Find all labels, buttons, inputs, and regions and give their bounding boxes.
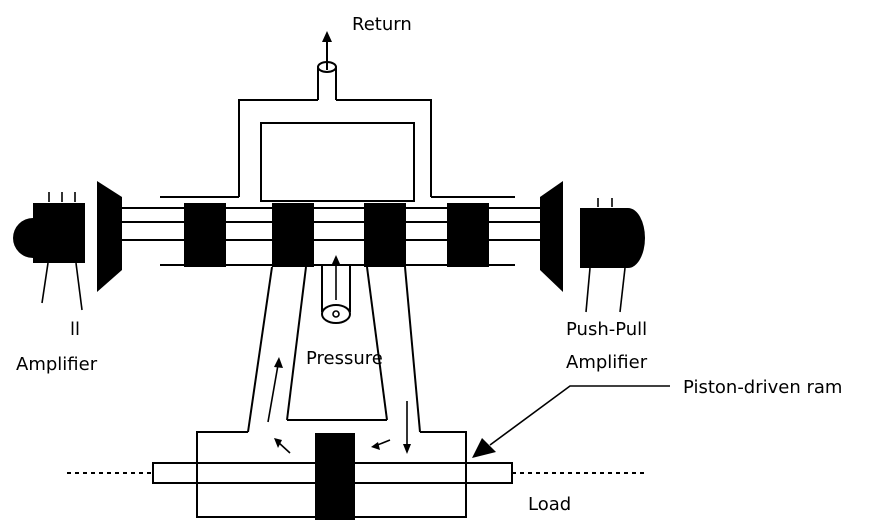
flow-arrows	[267, 357, 411, 454]
actuator-cylinder	[67, 431, 645, 520]
left-armature-plate	[97, 181, 122, 292]
left-amplifier-partial-label: ll	[70, 319, 80, 340]
pressure-label: Pressure	[306, 348, 383, 369]
left-amplifier-label: Amplifier	[16, 354, 98, 375]
piston-label: Piston-driven ram	[683, 377, 842, 398]
spool-lands	[184, 203, 489, 267]
load-label: Load	[528, 494, 571, 515]
right-amplifier	[580, 198, 645, 313]
spool-land-1	[184, 203, 226, 267]
piston	[315, 433, 355, 520]
spool-land-4	[447, 203, 489, 267]
right-armature-plate	[540, 181, 563, 292]
return-port	[317, 31, 337, 100]
spool-land-2	[272, 203, 314, 267]
ram-leader	[472, 385, 670, 458]
right-amplifier-label-line2: Amplifier	[566, 352, 648, 373]
return-label: Return	[352, 14, 412, 35]
flow-channels	[247, 266, 421, 433]
left-amplifier	[13, 192, 85, 311]
right-amplifier-label-line1: Push-Pull	[566, 319, 647, 340]
spool-land-3	[364, 203, 406, 267]
pressure-port	[321, 255, 351, 324]
return-manifold	[238, 99, 432, 202]
